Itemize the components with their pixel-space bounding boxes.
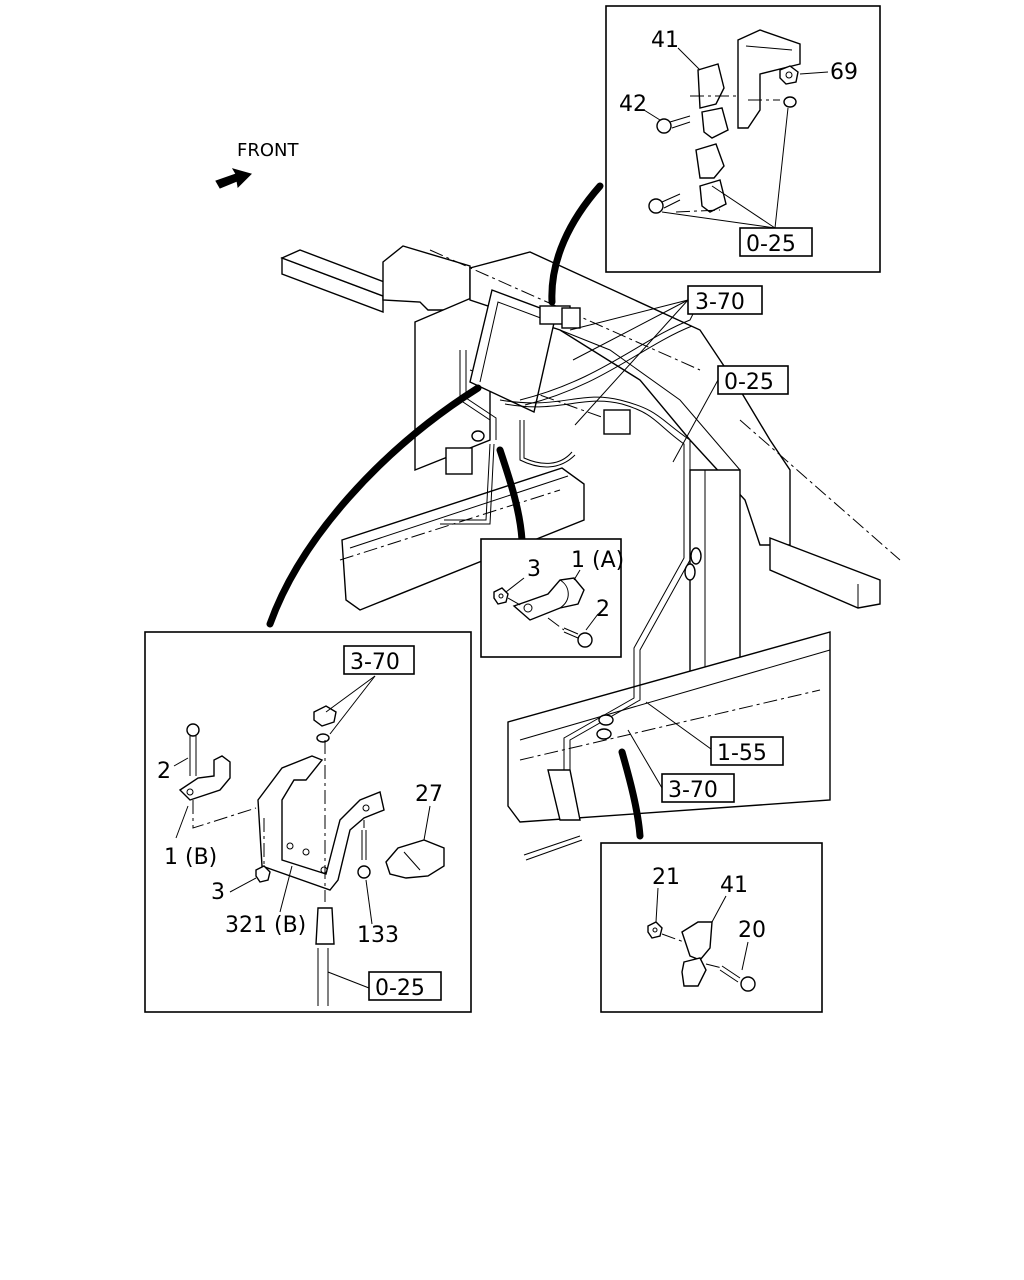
ref-box-main-a — [687, 285, 763, 315]
ref-box-main-d — [661, 773, 735, 803]
detail-panel-right — [600, 842, 823, 1013]
left-part-1b: 1 (B) — [164, 845, 217, 870]
right-part-21: 21 — [652, 865, 680, 890]
callout-arcs — [266, 182, 644, 840]
left-part-3: 3 — [211, 880, 225, 905]
left-part-27: 27 — [415, 782, 443, 807]
left-part-321b: 321 (B) — [225, 913, 306, 938]
main-leader-lines — [569, 299, 719, 789]
ref-box-top-detail — [739, 227, 813, 257]
ref-label-top-detail: 0-25 — [746, 232, 796, 257]
ref-label-main-c: 1-55 — [717, 741, 767, 766]
top-part-41: 41 — [651, 28, 679, 53]
ref-box-main-c — [710, 736, 784, 766]
front-label: FRONT — [237, 140, 299, 161]
detail-panel-center — [480, 538, 622, 658]
ref-box-left-top — [343, 645, 415, 675]
ref-label-main-a: 3-70 — [695, 290, 745, 315]
left-detail-leaders — [173, 675, 431, 989]
left-part-133: 133 — [357, 923, 399, 948]
top-part-69: 69 — [830, 60, 858, 85]
ref-label-main-b: 0-25 — [724, 370, 774, 395]
brake-pipe-routing — [440, 289, 702, 861]
right-part-41: 41 — [720, 873, 748, 898]
top-part-42: 42 — [619, 92, 647, 117]
center-detail-leaders — [505, 569, 599, 631]
top-detail-leaders — [643, 47, 829, 229]
right-detail-leaders — [655, 887, 749, 971]
ref-box-main-b — [717, 365, 789, 395]
ref-label-left-bottom: 0-25 — [375, 976, 425, 1001]
ref-box-left-bottom — [368, 971, 442, 1001]
right-part-20: 20 — [738, 918, 766, 943]
center-part-1a: 1 (A) — [571, 548, 624, 573]
front-arrow-icon — [215, 168, 252, 189]
center-part-3: 3 — [527, 557, 541, 582]
detail-panel-left — [144, 631, 472, 1013]
center-part-2: 2 — [596, 597, 610, 622]
ref-label-left-top: 3-70 — [350, 650, 400, 675]
left-part-2: 2 — [157, 759, 171, 784]
ref-label-main-d: 3-70 — [668, 778, 718, 803]
